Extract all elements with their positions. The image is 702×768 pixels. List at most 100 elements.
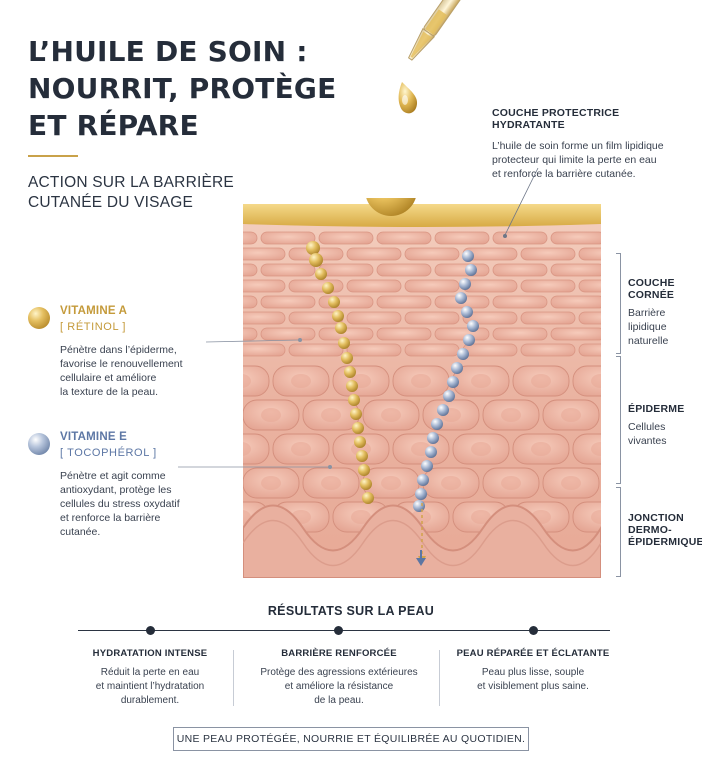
cell-nucleus — [531, 442, 551, 456]
blue-molecule-icon — [28, 433, 50, 455]
layer-epidermis-label: ÉPIDERME Cellules vivantes — [628, 403, 700, 448]
vitamin-a-molecule — [341, 352, 353, 364]
skin-cell — [492, 263, 548, 277]
subtitle-line: ACTION SUR LA BARRIÈRE — [28, 174, 234, 191]
text-line: et améliore la résistance — [284, 681, 394, 692]
cell-nucleus — [501, 476, 521, 490]
result-repaired-skin: PEAU RÉPARÉE ET ÉCLATANTE Peau plus liss… — [433, 648, 633, 694]
cell-nucleus — [471, 510, 491, 524]
text-line: et visiblement plus saine. — [477, 681, 589, 692]
skin-cell — [346, 343, 402, 357]
vitamin-e-molecule — [437, 404, 449, 416]
text-line: Peau plus lisse, souple — [481, 667, 585, 678]
text-line: cellulaire et améliore — [60, 372, 157, 384]
skin-cell — [243, 279, 286, 293]
skin-cell — [260, 231, 316, 245]
skin-cell — [404, 343, 460, 357]
cell-nucleus — [243, 374, 251, 388]
vitamin-a-molecule — [332, 310, 344, 322]
skin-cell — [572, 365, 601, 397]
vitamin-e-name: VITAMINE E — [60, 431, 127, 443]
results-timeline — [78, 630, 610, 631]
skin-cell — [346, 247, 402, 261]
skin-cross-section — [243, 198, 601, 578]
gold-molecule-icon — [28, 307, 50, 329]
skin-cell — [376, 263, 432, 277]
vitamin-a-molecule — [352, 422, 364, 434]
heading-line: DERMO- — [628, 524, 672, 536]
skin-cell — [404, 311, 460, 325]
vitamin-a-molecule — [309, 253, 323, 267]
skin-cell — [346, 311, 402, 325]
vitamin-e-text: Pénètre et agit comme antioxydant, protè… — [60, 469, 230, 539]
skin-cell — [376, 295, 432, 309]
vitamin-e-molecule — [451, 362, 463, 374]
result-separator — [439, 650, 440, 706]
vitamin-e-molecule — [465, 264, 477, 276]
vitamin-e-molecule — [421, 460, 433, 472]
skin-cell — [578, 247, 601, 261]
bracket-epidermis — [615, 356, 621, 484]
vitamin-a-molecule — [348, 394, 360, 406]
text-line: la texture de la peau. — [60, 386, 159, 398]
layer-stratum-corneum-label: COUCHE CORNÉE Barrière lipidique naturel… — [628, 277, 700, 348]
heading-line: CORNÉE — [628, 289, 675, 301]
text-line: et renforce la barrière cutanée. — [492, 168, 636, 180]
vitamin-a-molecule — [315, 268, 327, 280]
skin-cell — [318, 263, 374, 277]
skin-cell — [572, 501, 601, 533]
vitamin-e-molecule — [425, 446, 437, 458]
text-line: et maintient l’hydratation — [95, 681, 205, 692]
vitamin-a-molecule — [346, 380, 358, 392]
skin-cell — [578, 311, 601, 325]
result-text: Réduit la perte en eau et maintient l’hy… — [50, 666, 250, 708]
skin-cell — [243, 263, 258, 277]
gold-divider — [28, 155, 78, 157]
result-separator — [233, 650, 234, 706]
dropper-illustration — [398, 0, 469, 114]
layer-junction-label: JONCTION DERMO- ÉPIDERMIQUE — [628, 512, 702, 548]
cell-nucleus — [501, 408, 521, 422]
skin-cell — [260, 327, 316, 341]
result-hydration: HYDRATATION INTENSE Réduit la perte en e… — [50, 648, 250, 708]
skin-cell — [520, 279, 576, 293]
timeline-dot — [529, 626, 538, 635]
heading-line: JONCTION — [628, 512, 684, 524]
text-line: Pénètre et agit comme — [60, 470, 166, 482]
skin-cell — [243, 343, 286, 357]
heading-line: ÉPIDERME — [628, 403, 685, 415]
skin-cell — [260, 295, 316, 309]
result-barrier: BARRIÈRE RENFORCÉE Protège des agression… — [239, 648, 439, 708]
skin-cell — [243, 231, 258, 245]
text-line: vivantes — [628, 435, 667, 447]
text-line: favorise le renouvellement — [60, 358, 183, 370]
vitamin-e-molecule — [413, 500, 425, 512]
vitamin-e-molecule — [447, 376, 459, 388]
bracket-junction — [615, 487, 621, 577]
text-line: de la peau. — [314, 695, 364, 706]
skin-cell — [492, 327, 548, 341]
skin-cell — [492, 231, 548, 245]
footer-tagline: UNE PEAU PROTÉGÉE, NOURRIE ET ÉQUILIBRÉE… — [173, 727, 529, 751]
vitamin-a-molecule — [358, 464, 370, 476]
skin-cell — [434, 231, 490, 245]
protective-layer-note: COUCHE PROTECTRICE HYDRATANTE L’huile de… — [492, 107, 692, 181]
result-heading: PEAU RÉPARÉE ET ÉCLATANTE — [456, 648, 610, 659]
cell-nucleus — [411, 374, 431, 388]
vitamin-e-molecule — [443, 390, 455, 402]
skin-cell — [243, 295, 258, 309]
vitamin-e-molecule — [427, 432, 439, 444]
text-line: naturelle — [628, 335, 669, 347]
text-line: Protège des agressions extérieures — [260, 667, 418, 678]
vitamin-e-molecule — [455, 292, 467, 304]
skin-cell — [288, 279, 344, 293]
cell-nucleus — [471, 442, 491, 456]
result-heading: BARRIÈRE RENFORCÉE — [281, 648, 397, 659]
text-line: Cellules — [628, 421, 666, 433]
cell-nucleus — [561, 408, 581, 422]
timeline-dot — [146, 626, 155, 635]
page-title: L’HUILE DE SOIN : NOURRIT, PROTÈGE ET RÉ… — [28, 33, 358, 144]
heading-line: COUCHE — [628, 277, 675, 289]
skin-cell — [243, 327, 258, 341]
vitamin-e-molecule — [415, 488, 427, 500]
